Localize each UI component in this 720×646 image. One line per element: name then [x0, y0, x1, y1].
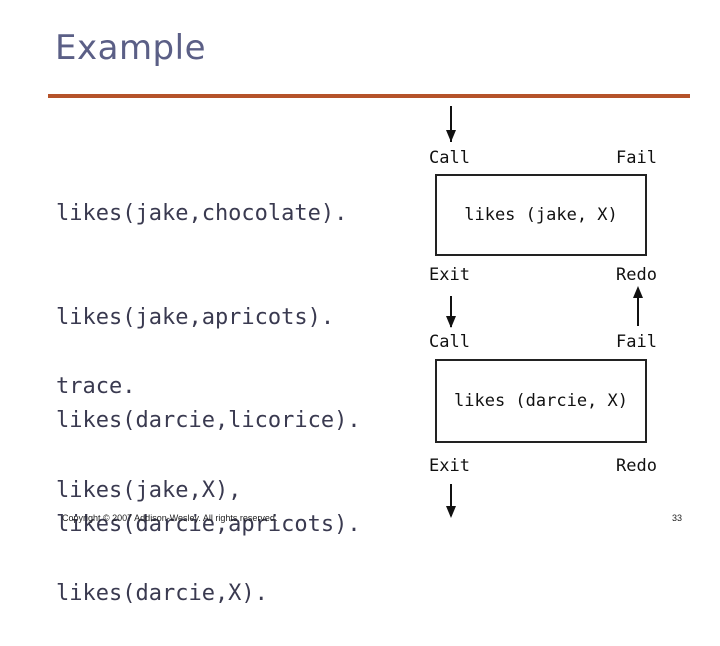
code-line: likes(darcie,X). [56, 581, 268, 606]
page-number: 33 [672, 513, 683, 523]
port-exit-label: Exit [429, 265, 470, 285]
port-redo-label: Redo [616, 265, 657, 285]
code-line: likes(darcie,apricots). [56, 511, 361, 537]
code-line: likes(jake,X), [56, 477, 242, 503]
port-exit-label: Exit [429, 456, 470, 476]
arrow-up-icon [633, 286, 643, 326]
title-rule [48, 94, 690, 98]
code-line: likes(jake,apricots). [56, 304, 335, 330]
code-line: likes(jake,chocolate). [56, 201, 348, 226]
code-block-facts: likes(jake,chocolate). likes(jake,aprico… [56, 128, 361, 577]
port-fail-label: Fail [616, 148, 657, 168]
port-redo-label: Redo [616, 456, 657, 476]
goal-box-jake: likes (jake, X) [435, 174, 647, 256]
code-line: trace. [56, 374, 136, 399]
arrow-down-icon [446, 484, 456, 518]
slide-title: Example [55, 28, 207, 68]
port-fail-label: Fail [616, 332, 657, 352]
arrow-down-icon [446, 296, 456, 328]
code-line: likes(darcie,licorice). [56, 408, 361, 433]
port-call-label: Call [429, 332, 470, 352]
trace-arrows [446, 106, 643, 518]
goal-box-darcie: likes (darcie, X) [435, 359, 647, 443]
arrow-down-icon [446, 106, 456, 142]
port-call-label: Call [429, 148, 470, 168]
copyright-footer: Copyright © 2007 Addison-Wesley. All rig… [62, 513, 278, 523]
